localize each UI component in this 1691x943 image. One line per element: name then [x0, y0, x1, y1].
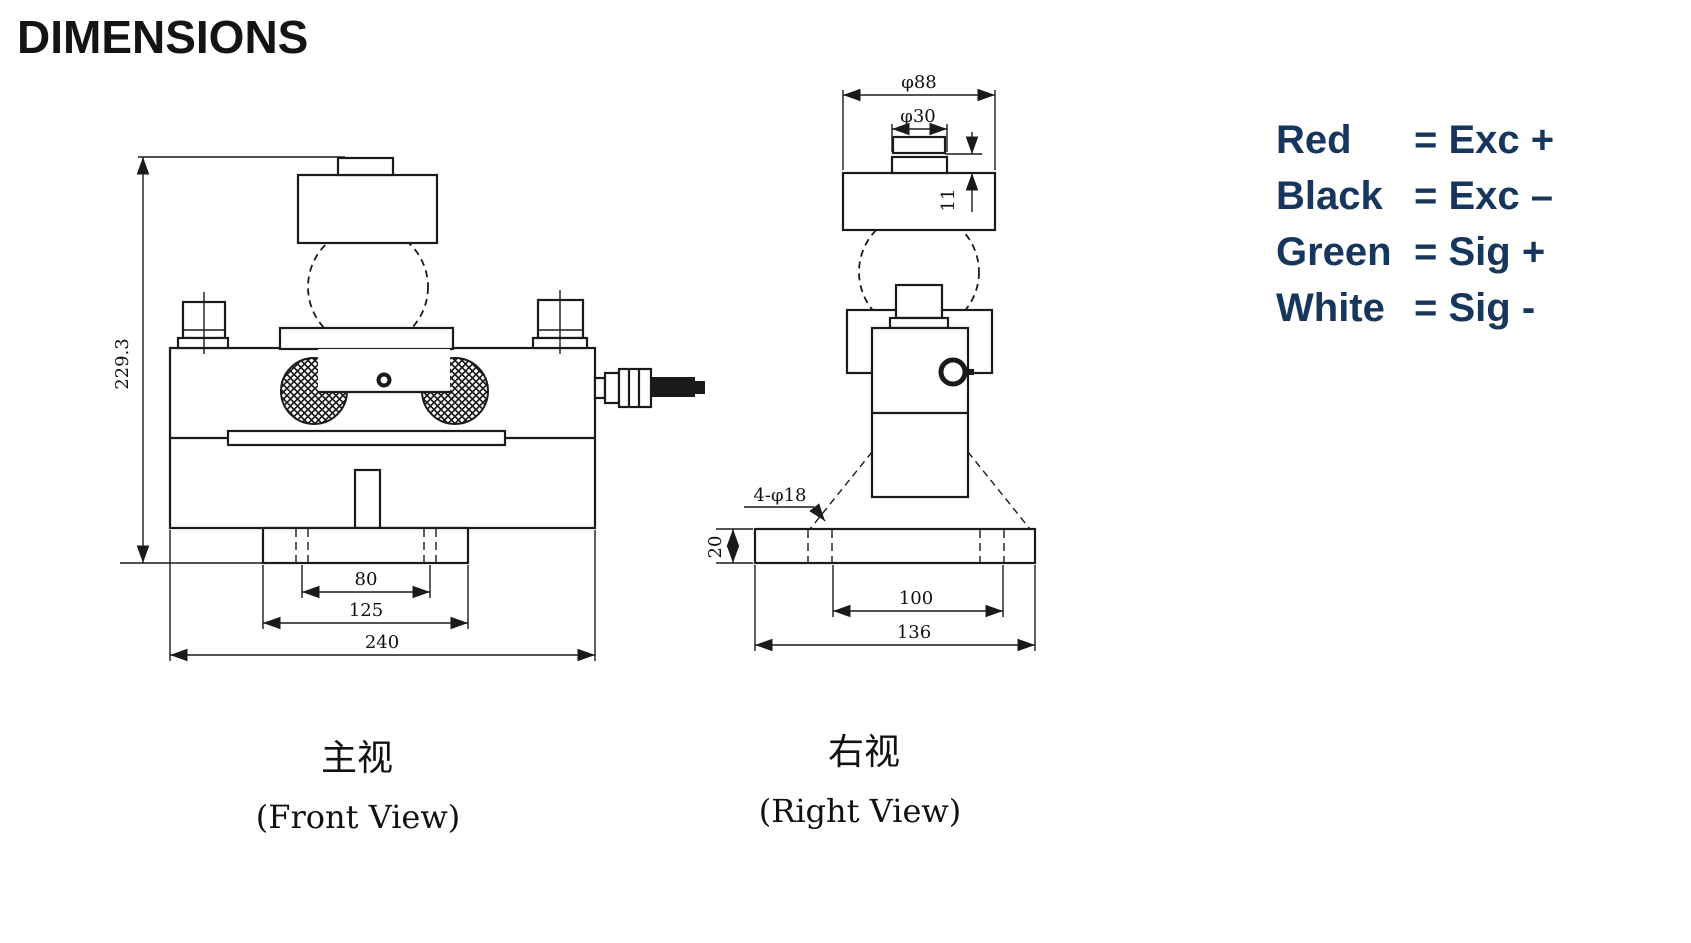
wire-mapping: = Sig - [1414, 286, 1536, 330]
svg-text:100: 100 [899, 588, 933, 609]
right-column [870, 283, 970, 499]
front-dim-125: 125 [262, 565, 469, 630]
svg-text:229.3: 229.3 [112, 338, 133, 390]
wiring-legend: Red = Exc + Black = Exc – Green = Sig + Whi… [1276, 112, 1554, 336]
wire-color-name: White [1276, 286, 1385, 330]
wire-color-name: Black [1276, 174, 1383, 218]
front-left-bolt [176, 292, 230, 354]
svg-text:φ88: φ88 [901, 72, 937, 93]
wire-color-name: Red [1276, 118, 1352, 162]
right-dim-136: 136 [754, 565, 1036, 652]
front-view-caption-en: (Front View) [256, 798, 460, 836]
front-view-caption-cn: 主视 [321, 738, 393, 779]
svg-text:80: 80 [355, 569, 378, 590]
front-view: 229.3 80 125 240 主视 (Front Vie [112, 156, 705, 836]
right-dim-thickness: 20 [705, 528, 753, 564]
right-dim-boss-dia: φ30 [891, 106, 948, 152]
svg-text:240: 240 [365, 632, 399, 653]
right-dim-cap-dia: φ88 [842, 72, 996, 170]
right-dim-100: 100 [832, 565, 1004, 618]
right-view-caption-en: (Right View) [759, 792, 962, 830]
legend-row-black: Black = Exc – [1276, 168, 1554, 224]
right-top-cup [841, 135, 997, 232]
right-dim-boss-height: 11 [938, 132, 982, 212]
cable-gland [938, 357, 974, 387]
front-dim-80: 80 [301, 565, 431, 599]
legend-row-green: Green = Sig + [1276, 224, 1554, 280]
legend-row-red: Red = Exc + [1276, 112, 1554, 168]
svg-text:4-φ18: 4-φ18 [753, 485, 806, 506]
front-base-plate [261, 526, 470, 565]
right-view-caption-cn: 右视 [828, 732, 900, 773]
svg-text:136: 136 [897, 622, 931, 643]
front-top-cup [296, 156, 439, 245]
svg-text:20: 20 [705, 536, 726, 559]
front-center-stem [353, 468, 382, 530]
right-flange [753, 527, 1037, 565]
wire-mapping: = Exc – [1414, 174, 1554, 218]
wire-mapping: = Exc + [1414, 118, 1555, 162]
front-dim-240: 240 [169, 530, 596, 662]
front-slot [170, 429, 595, 447]
page-title: DIMENSIONS [17, 11, 309, 63]
right-label-holes: 4-φ18 [744, 485, 826, 522]
svg-text:125: 125 [349, 600, 383, 621]
legend-row-white: White = Sig - [1276, 280, 1554, 336]
cable-connector [593, 367, 705, 409]
svg-text:11: 11 [938, 189, 959, 212]
front-dim-height: 229.3 [112, 156, 345, 564]
right-view: φ88 φ30 11 [705, 72, 1037, 830]
front-center-hole [376, 372, 392, 388]
right-gussets [809, 451, 1031, 530]
front-rocker-pins [280, 349, 489, 425]
wire-color-name: Green [1276, 230, 1392, 274]
front-right-bolt [531, 290, 589, 354]
svg-text:φ30: φ30 [900, 106, 936, 127]
wire-mapping: = Sig + [1414, 230, 1546, 274]
